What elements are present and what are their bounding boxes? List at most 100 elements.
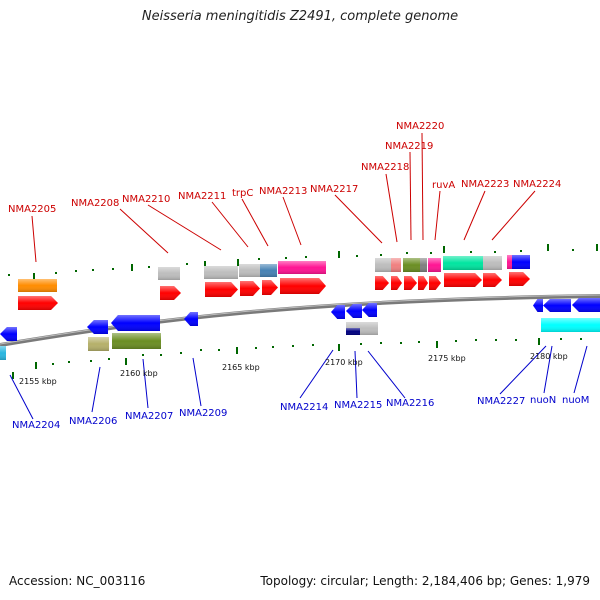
leader-bottom-9 [573,345,588,394]
tick-bottom-19 [380,342,382,344]
leader-bottom-0 [9,374,34,420]
tick-top-6 [131,264,133,271]
gene-shade-40 [88,337,109,351]
tick-top-0 [8,274,10,276]
tick-top-12 [285,257,287,259]
tick-top-9 [204,261,206,268]
leader-top-5 [282,196,302,246]
gene-label-nuom[interactable]: nuoM [562,395,589,406]
gene-shade-13 [507,255,512,269]
scale-ticks [8,244,598,379]
tick-bottom-27 [538,338,540,345]
tick-bottom-20 [400,342,402,344]
scale-label-2175: 2175 kbp [428,354,466,363]
gene-label-nma2220[interactable]: NMA2220 [396,121,444,132]
map-title: Neisseria meningitidis Z2491, complete g… [141,9,459,24]
scale-label-2160: 2160 kbp [120,369,158,378]
gene-shade-28 [509,272,530,286]
tick-bottom-2 [52,363,54,365]
leader-bottom-6 [367,350,406,399]
gene-shade-36 [533,299,543,312]
gene-shade-43 [346,328,360,335]
leader-top-9 [421,132,424,241]
leader-top-12 [491,190,536,241]
gene-shade-4 [260,264,277,277]
gene-label-nma2223[interactable]: NMA2223 [461,179,509,190]
gene-label-nma2206[interactable]: NMA2206 [69,416,117,427]
gene-shade-12 [483,256,502,270]
gene-label-nma2224[interactable]: NMA2224 [513,179,561,190]
gene-label-nma2216[interactable]: NMA2216 [386,398,434,409]
gene-label-nuon[interactable]: nuoN [530,395,556,406]
gene-label-nma2213[interactable]: NMA2213 [259,186,307,197]
gene-label-nma2218[interactable]: NMA2218 [361,162,409,173]
gene-label-nma2204[interactable]: NMA2204 [12,420,60,431]
gene-label-nma2215[interactable]: NMA2215 [334,400,382,411]
leader-lines [9,132,588,420]
gene-shade-22 [391,276,402,290]
gene-shade-17 [205,282,238,297]
tick-bottom-14 [272,346,274,348]
gene-label-trpc[interactable]: trpC [232,188,253,199]
tick-top-24 [572,249,574,251]
tick-top-15 [356,255,358,257]
tick-bottom-22 [436,341,438,348]
leader-bottom-1 [91,366,101,413]
tick-bottom-17 [338,344,340,351]
accession-text: Accession: NC_003116 [9,574,146,588]
gene-label-nma2209[interactable]: NMA2209 [179,408,227,419]
gene-shade-27 [483,273,502,287]
leader-bottom-8 [543,345,553,394]
scale-label-2170: 2170 kbp [325,358,363,367]
tick-top-11 [258,258,260,260]
gene-shade-29 [0,327,17,341]
gene-shade-11 [443,256,483,270]
tick-bottom-8 [160,354,162,356]
leader-top-1 [119,208,169,254]
gene-shade-14 [512,255,530,269]
gene-shade-37 [543,299,571,312]
gene-label-nma2217[interactable]: NMA2217 [310,184,358,195]
gene-features [0,255,600,360]
gene-label-nma2214[interactable]: NMA2214 [280,402,328,413]
gene-shade-32 [184,312,198,326]
tick-bottom-15 [292,345,294,347]
gene-label-nma2219[interactable]: NMA2219 [385,141,433,152]
tick-top-3 [75,270,77,272]
gene-label-ruva[interactable]: ruvA [432,180,455,191]
tick-top-8 [186,263,188,265]
gene-shade-9 [420,258,427,272]
gene-label-nma2207[interactable]: NMA2207 [125,411,173,422]
tick-bottom-23 [455,340,457,342]
tick-top-2 [55,272,57,274]
gene-shade-20 [280,278,326,294]
gene-shade-1 [158,267,180,280]
tick-top-25 [596,244,598,251]
leader-bottom-7 [499,345,547,395]
gene-shade-5 [278,261,326,274]
gene-shade-39 [0,346,6,360]
tick-bottom-1 [35,362,37,369]
gene-label-nma2208[interactable]: NMA2208 [71,198,119,209]
tick-top-23 [547,244,549,251]
tick-bottom-18 [360,343,362,345]
gene-label-nma2210[interactable]: NMA2210 [122,194,170,205]
leader-top-2 [147,204,222,251]
gene-shade-44 [541,318,600,332]
gene-shade-26 [444,273,482,287]
leader-top-8 [409,151,412,241]
gene-label-nma2211[interactable]: NMA2211 [178,191,226,202]
tick-top-14 [338,251,340,258]
tick-bottom-7 [142,354,144,356]
tick-top-22 [520,250,522,252]
leader-top-7 [385,173,398,243]
gene-shade-38 [572,298,600,312]
gene-shade-7 [391,258,401,272]
gene-label-nma2227[interactable]: NMA2227 [477,396,525,407]
tick-top-21 [494,251,496,253]
tick-bottom-11 [218,349,220,351]
gene-label-nma2205[interactable]: NMA2205 [8,204,56,215]
tick-bottom-4 [90,360,92,362]
gene-shade-0 [18,279,57,292]
